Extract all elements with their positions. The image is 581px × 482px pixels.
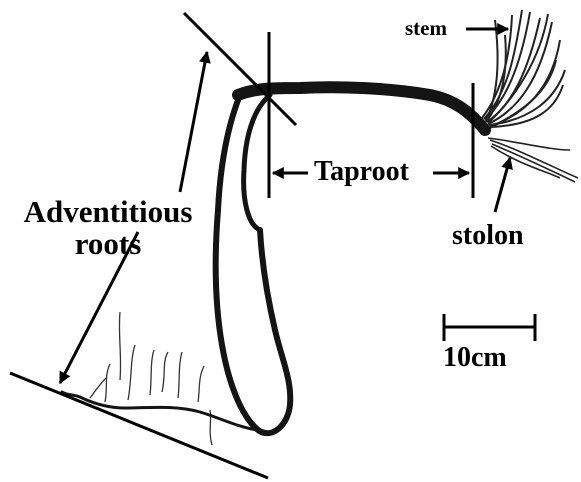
taproot-label: Taproot [314, 158, 409, 186]
crown-diagonal-line [184, 13, 296, 125]
stolon-branches [488, 138, 578, 182]
adventitious-label-line1: Adventitious [10, 196, 206, 227]
stolon-label: stolon [452, 222, 524, 250]
adventitious-up-arrow [180, 52, 207, 192]
adventitious-label-line2: roots [10, 228, 206, 259]
stolon-arrow [495, 158, 510, 212]
bottom-diagonal-line [10, 373, 268, 478]
scale-label: 10cm [443, 344, 507, 372]
stem-label: stem [405, 18, 447, 39]
adventitious-hairs [90, 312, 212, 445]
